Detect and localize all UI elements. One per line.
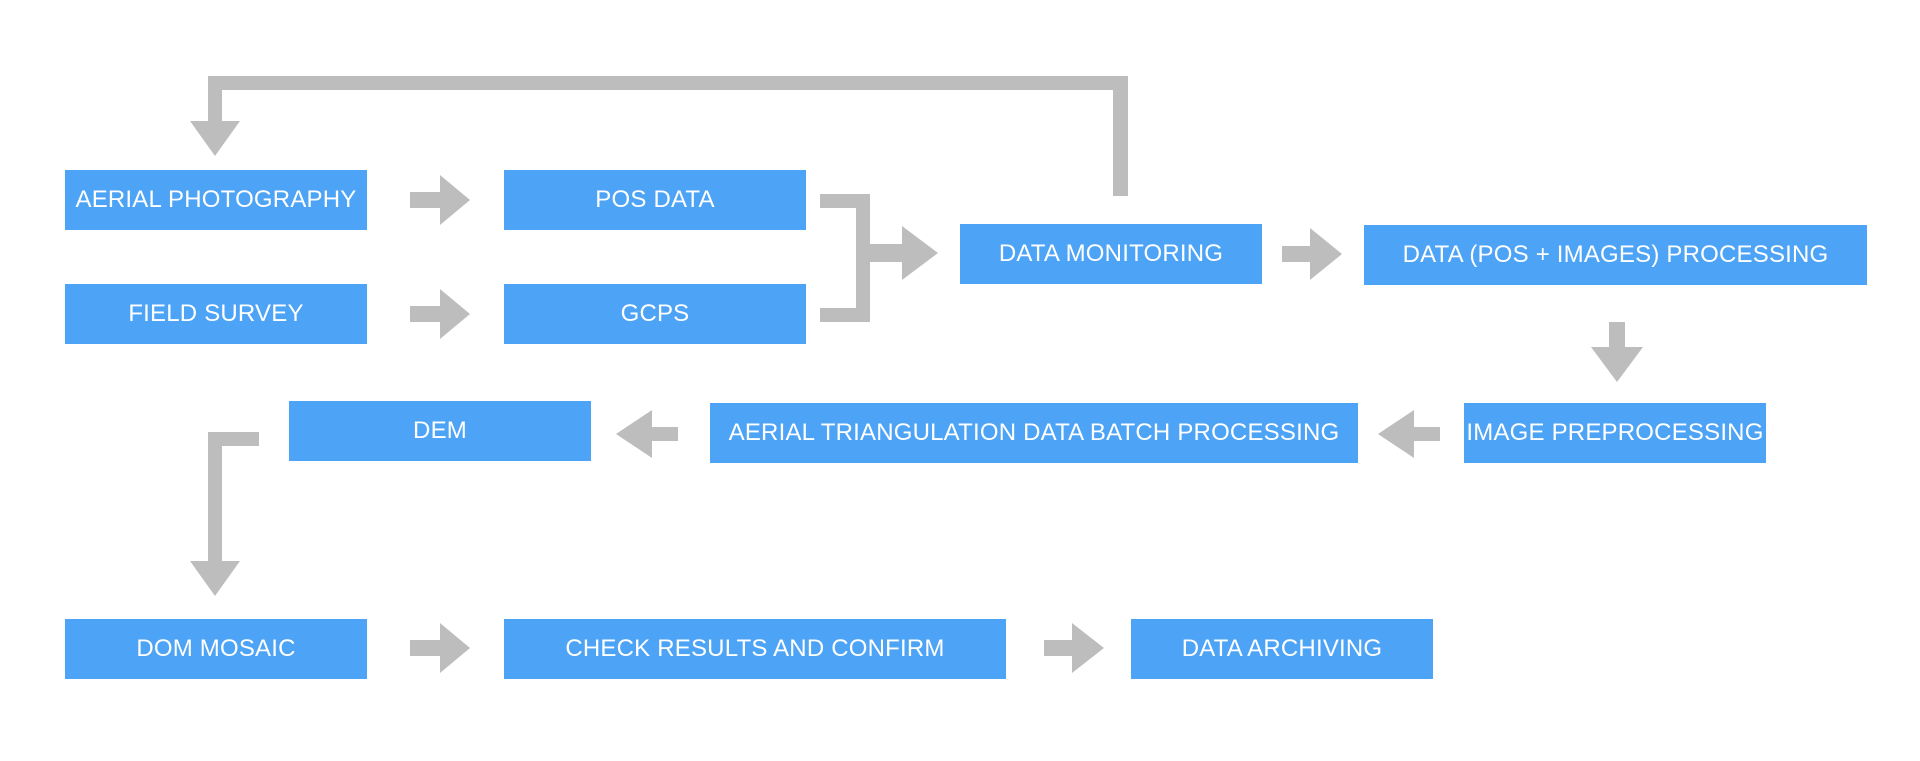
arrow-check-to-archiving — [1044, 623, 1104, 673]
arrow-processing-to-preprocessing — [1591, 322, 1643, 382]
node-dom-mosaic: DOM MOSAIC — [65, 619, 367, 679]
arrow-field-to-gcps — [410, 289, 470, 339]
arrow-monitoring-to-processing — [1282, 228, 1342, 280]
arrow-preprocessing-to-triangulation — [1378, 410, 1440, 458]
node-field-survey: FIELD SURVEY — [65, 284, 367, 344]
arrow-aerial-to-pos — [410, 175, 470, 225]
node-gcps: GCPS — [504, 284, 806, 344]
node-pos-data: POS DATA — [504, 170, 806, 230]
node-data-archiving: DATA ARCHIVING — [1131, 619, 1433, 679]
node-image-preprocessing: IMAGE PREPROCESSING — [1464, 403, 1766, 463]
arrow-dem-to-dom-head — [190, 561, 240, 596]
arrow-dem-to-dom — [208, 432, 259, 562]
node-aerial-triangulation: AERIAL TRIANGULATION DATA BATCH PROCESSI… — [710, 403, 1358, 463]
arrow-triangulation-to-dem — [616, 410, 678, 458]
node-data-processing: DATA (POS + IMAGES) PROCESSING — [1364, 225, 1867, 285]
node-data-monitoring: DATA MONITORING — [960, 224, 1262, 284]
node-aerial-photography: AERIAL PHOTOGRAPHY — [65, 170, 367, 230]
feedback-loop-arrowhead — [190, 121, 240, 156]
arrow-dom-to-check — [410, 623, 470, 673]
feedback-loop-arrow — [208, 76, 1128, 196]
node-check-results: CHECK RESULTS AND CONFIRM — [504, 619, 1006, 679]
merge-bracket — [820, 194, 938, 322]
node-dem: DEM — [289, 401, 591, 461]
